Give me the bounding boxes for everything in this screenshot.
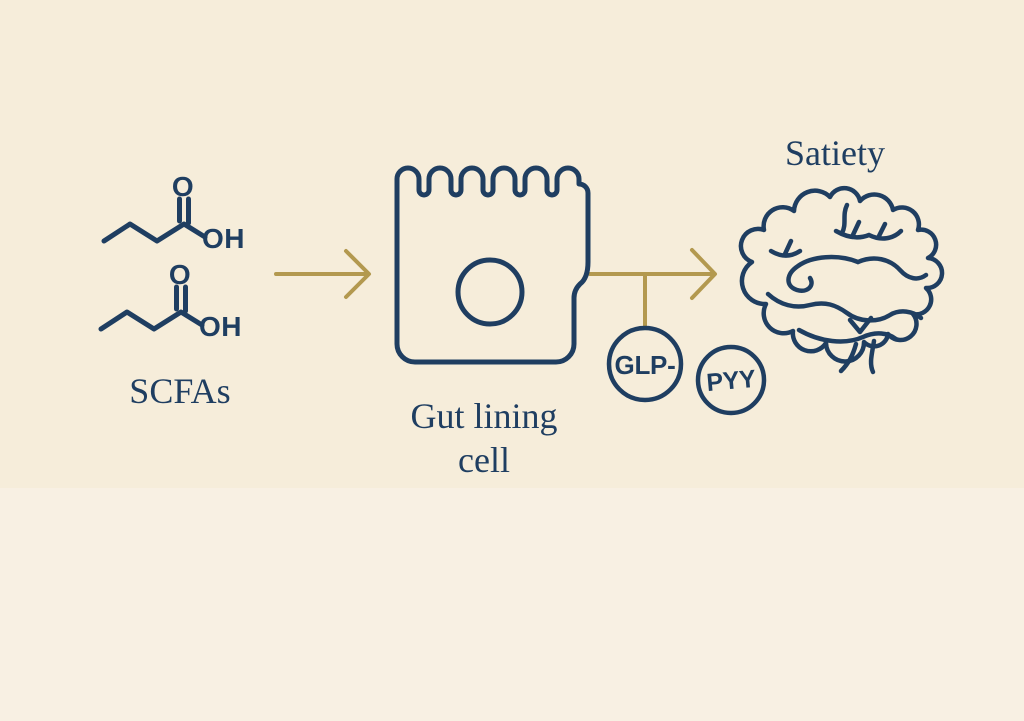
cell-nucleus	[455, 257, 525, 327]
carbonyl-oxygen-label: O	[168, 259, 192, 290]
right-arrow-icon	[274, 249, 371, 299]
pyy-circle	[695, 344, 767, 416]
glp-hormone-label: GLP-	[614, 350, 676, 380]
carbonyl-oxygen-label: O	[171, 171, 195, 202]
butyrate-molecule-icon	[98, 284, 205, 332]
hydroxyl-group-label: OH	[199, 311, 242, 342]
butyrate-molecule-icon	[101, 196, 208, 244]
satiety-caption: Satiety	[785, 133, 885, 173]
gut-cell-caption-line1: Gut lining	[410, 396, 558, 436]
brain-silhouette	[738, 185, 945, 364]
brain-fold	[768, 238, 803, 258]
gut-cell-caption-line2: cell	[458, 440, 510, 480]
brain-stem	[838, 315, 877, 375]
right-arrow-icon	[588, 248, 717, 300]
brain-fold	[786, 254, 861, 293]
glp-circle	[606, 325, 684, 403]
brain-fold	[839, 202, 850, 236]
brain-fold	[796, 327, 899, 344]
hydroxyl-group-label: OH	[202, 223, 245, 254]
brain-outline-icon	[738, 185, 945, 375]
scfas-caption: SCFAs	[129, 371, 231, 411]
gut-epithelial-cell-icon	[394, 165, 591, 365]
brain-fold	[833, 219, 904, 241]
brain-fold	[765, 291, 924, 323]
cell-outline	[394, 165, 591, 365]
background-lower-band	[0, 488, 1024, 721]
brain-fold	[855, 256, 929, 281]
